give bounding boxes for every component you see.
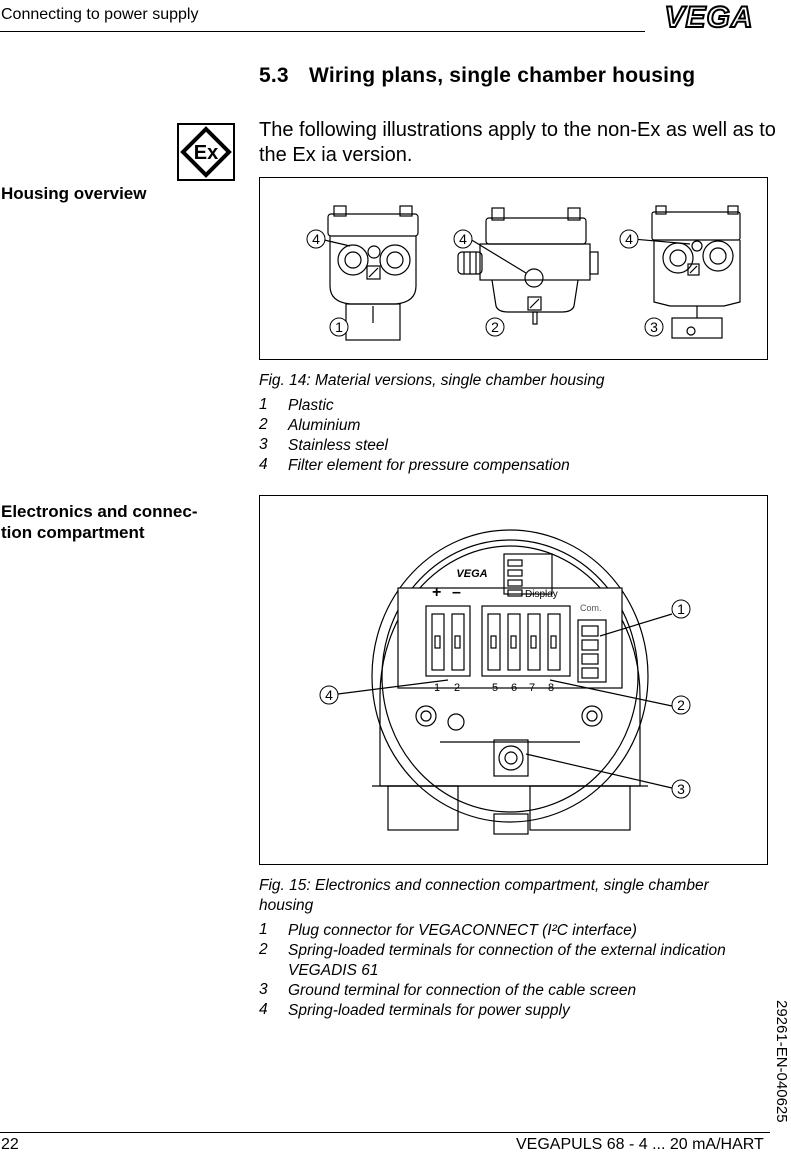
side-label-electronics-line1: Electronics and connec- [1,502,198,521]
svg-text:2: 2 [677,697,685,713]
svg-text:4: 4 [325,687,333,703]
minus-sign: – [452,584,461,601]
svg-text:4: 4 [625,231,633,247]
section-number: 5.3 [259,64,289,87]
terminal-number: 2 [454,682,461,694]
terminal-number: 5 [492,682,499,694]
running-header: Connecting to power supply [1,6,199,23]
intro-paragraph: The following illustrations apply to the… [259,119,776,166]
svg-text:VEGA: VEGA [664,1,753,32]
terminal-number: 1 [434,682,441,694]
svg-text:1: 1 [335,319,343,335]
housing-stainless [651,205,741,339]
callout-2: 2 [485,317,505,337]
svg-text:1: 1 [677,601,685,617]
com-label: Com. [580,603,602,613]
callout-3: 3 [671,779,691,799]
svg-text:4: 4 [312,231,320,247]
section-title: Wiring plans, single chamber housing [309,64,696,87]
terminal-block-power [425,605,471,677]
page-number: 22 [1,1136,19,1153]
terminal-number: 6 [511,682,518,694]
product-name: VEGAPULS 68 - 4 ... 20 mA/HART [516,1136,764,1153]
display-label: Display [525,589,558,600]
document-id: 29261-EN-040625 [773,1000,790,1123]
svg-text:VEGA: VEGA [456,568,487,580]
terminal-number: 8 [548,682,555,694]
callout-3: 3 [644,317,664,337]
dip-switches [507,559,523,597]
terminal-number: 7 [529,682,536,694]
fig14-caption: Fig. 14: Material versions, single chamb… [259,372,605,389]
callout-4b: 4 [453,229,473,249]
callout-1: 1 [671,599,691,619]
callout-4c: 4 [619,229,639,249]
callout-2: 2 [671,695,691,715]
ex-protection-icon: Ex [177,123,235,181]
svg-text:3: 3 [650,319,658,335]
fig15-caption-line2: housing [259,897,314,914]
svg-text:Ex: Ex [194,142,218,164]
callout-1: 1 [329,317,349,337]
section-heading: 5.3 Wiring plans, single chamber housing [259,64,695,88]
header-rule [0,31,645,32]
housing-aluminium [457,207,599,325]
fig15-caption-line1: Fig. 15: Electronics and connection comp… [259,877,709,894]
figure-housing-versions: 4 4 4 1 2 3 [259,177,768,360]
svg-text:3: 3 [677,781,685,797]
fig15-caption: Fig. 15: Electronics and connection comp… [259,876,769,916]
housing-drawing [319,205,741,341]
footer-rule [0,1132,770,1133]
callout-4a: 4 [306,229,326,249]
plus-sign: + [432,584,442,601]
svg-text:4: 4 [459,231,467,247]
side-label-housing: Housing overview [1,184,147,203]
housing-plastic [327,205,419,341]
terminal-block-display [481,605,571,677]
side-label-electronics-line2: tion compartment [1,523,145,542]
side-label-electronics: Electronics and connec- tion compartment [1,501,198,543]
callout-4: 4 [319,685,339,705]
electronics-drawing [337,529,673,835]
svg-text:2: 2 [491,319,499,335]
vega-logo: VEGA [653,0,765,32]
com-connector [577,619,607,683]
figure-electronics-compartment: VEGA Display Com. + – 1 2 5 6 7 8 1 2 3 … [259,495,768,865]
board-vega-logo: VEGA [456,568,487,580]
